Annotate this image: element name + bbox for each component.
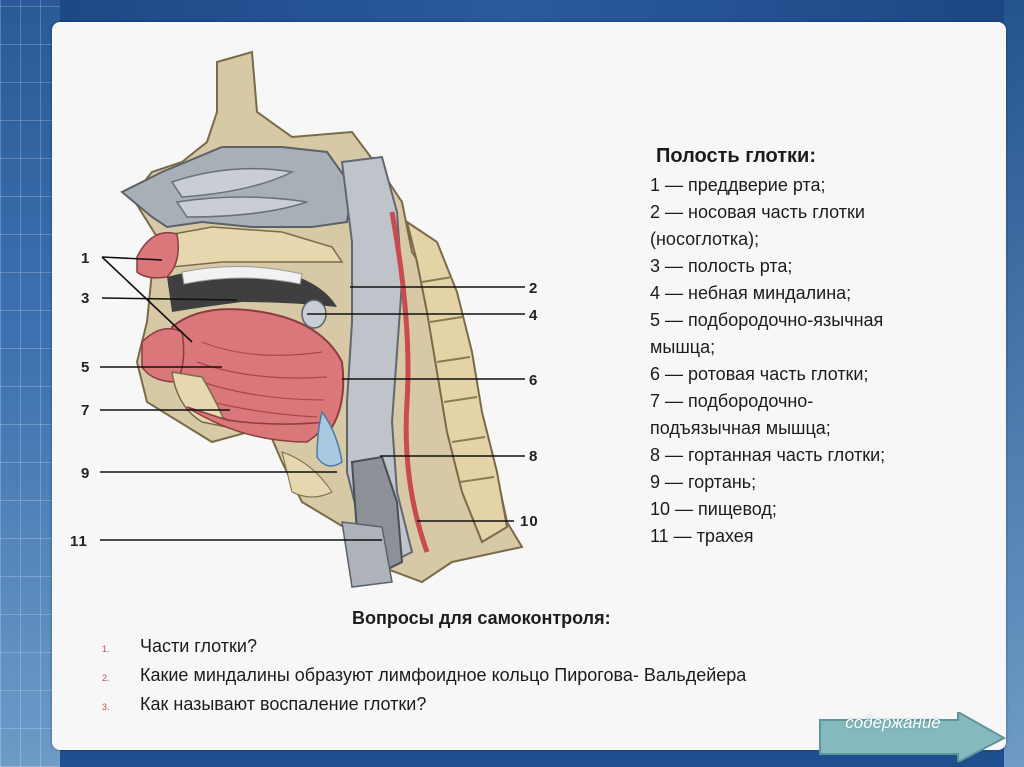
frame-grid-decoration: [0, 0, 60, 767]
frame-left: [0, 0, 60, 767]
lower-lip: [141, 327, 185, 383]
callout-2: 2: [529, 280, 539, 297]
callout-6: 6: [529, 372, 539, 389]
legend: Полость глотки: 1 — преддверие рта; 2 — …: [650, 144, 990, 550]
frame-top: [0, 0, 1024, 22]
questions-title: Вопросы для самоконтроля:: [352, 608, 611, 628]
legend-title: Полость глотки:: [656, 145, 817, 167]
spine: [405, 219, 509, 544]
nav-label: содержание: [845, 713, 941, 732]
question-item: 3. Как называют воспаление глотки?: [100, 691, 940, 720]
legend-item: 6 — ротовая часть глотки;: [650, 364, 869, 384]
callout-8: 8: [529, 448, 539, 465]
hyoid-area: [281, 451, 333, 498]
legend-item: (носоглотка);: [650, 229, 760, 249]
contents-nav-button[interactable]: содержание: [818, 710, 1007, 764]
legend-item: 3 — полость рта;: [650, 256, 793, 276]
legend-item: 9 — гортань;: [650, 472, 757, 492]
legend-item: 1 — преддверие рта;: [650, 175, 826, 195]
self-check-questions: Вопросы для самоконтроля: 1. Части глотк…: [100, 605, 940, 720]
nasal-concha-lower: [175, 196, 308, 218]
question-item: 1. Части глотки?: [100, 633, 940, 662]
list-marker: 2.: [102, 673, 110, 683]
callout-1: 1: [81, 250, 91, 267]
tongue-muscle-fibers: [196, 341, 328, 418]
epiglottis: [316, 410, 343, 467]
upper-teeth: [181, 266, 303, 285]
upper-lip: [136, 232, 179, 279]
callout-11: 11: [70, 533, 88, 550]
legend-item: 11 — трахея: [650, 526, 754, 546]
callout-3: 3: [81, 290, 91, 307]
legend-item: подъязычная мышца;: [650, 418, 831, 438]
frame-right: [1004, 0, 1024, 767]
callout-7: 7: [81, 402, 91, 419]
callout-4: 4: [529, 307, 539, 324]
question-item: 2. Какие миндалины образуют лимфоидное к…: [100, 662, 940, 691]
pharyngeal-wall: [389, 211, 430, 553]
legend-item: 2 — носовая часть глотки: [650, 202, 865, 222]
slide: 1 2 3 4 5 6 7 8 9 10 11 Полость глотки: …: [52, 22, 1006, 750]
nasal-concha: [170, 167, 295, 198]
legend-item: 10 — пищевод;: [650, 499, 777, 519]
pharynx-illustration: [100, 50, 525, 588]
callout-5: 5: [81, 359, 91, 376]
list-marker: 1.: [102, 644, 110, 654]
legend-item: 7 — подбородочно-: [650, 391, 814, 411]
hard-palate: [155, 226, 344, 268]
vertebrae-lines: [421, 276, 495, 483]
list-marker: 3.: [102, 702, 110, 712]
question-text: Как называют воспаление глотки?: [140, 694, 427, 714]
legend-item: мышца;: [650, 337, 716, 357]
callout-10: 10: [520, 513, 539, 530]
question-text: Какие миндалины образуют лимфоидное коль…: [140, 665, 747, 685]
legend-item: 4 — небная миндалина;: [650, 283, 852, 303]
question-text: Части глотки?: [140, 636, 257, 656]
arrow-right-icon: [819, 710, 1007, 764]
questions-list: 1. Части глотки? 2. Какие миндалины обра…: [100, 633, 940, 720]
callout-9: 9: [81, 465, 91, 482]
legend-item: 5 — подбородочно-язычная: [650, 310, 884, 330]
legend-item: 8 — гортанная часть глотки;: [650, 445, 886, 465]
trachea: [341, 521, 393, 588]
leader-lines: [100, 256, 525, 541]
